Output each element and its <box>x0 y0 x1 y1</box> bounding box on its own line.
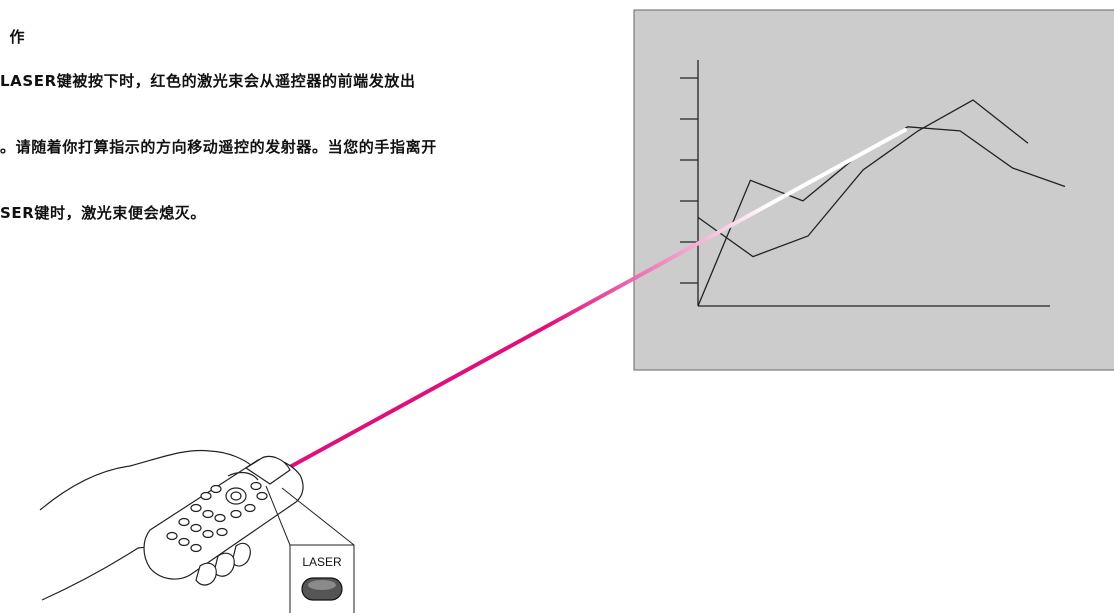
screen-chart <box>680 60 1066 307</box>
callout-leader-left <box>265 485 291 546</box>
section-heading: 作 <box>9 28 25 46</box>
instruction-text: 作 LASER键被按下时，红色的激光束会从遥控器的前端发放出 。请随着你打算指示… <box>0 4 437 246</box>
instruction-line-1: LASER键被按下时，红色的激光束会从遥控器的前端发放出 <box>0 72 416 90</box>
chart-series-2-line <box>697 99 1029 258</box>
screen-panel <box>633 9 1114 371</box>
chart-y-ticks <box>680 77 698 284</box>
laser-button-callout <box>265 485 355 613</box>
laser-beam <box>286 128 907 470</box>
instruction-line-2: 。请随着你打算指示的方向移动遥控的发射器。当您的手指离开 <box>0 138 437 156</box>
laser-button-highlight <box>308 580 336 590</box>
laser-button-label: LASER <box>302 555 342 569</box>
hand-thumb <box>227 471 259 481</box>
remote-buttons <box>166 481 268 553</box>
hand-finger-1 <box>231 542 251 567</box>
remote-top-emitter <box>244 455 291 485</box>
projection-screen <box>633 9 1114 371</box>
hand-finger-3 <box>195 562 217 586</box>
hand-with-remote <box>39 449 304 601</box>
remote-joystick <box>230 491 242 501</box>
hand-outline <box>39 449 253 511</box>
callout-leader-right <box>281 487 355 546</box>
instruction-line-3: SER键时，激光束便会熄灭。 <box>0 204 207 222</box>
hand-finger-2 <box>213 552 235 577</box>
